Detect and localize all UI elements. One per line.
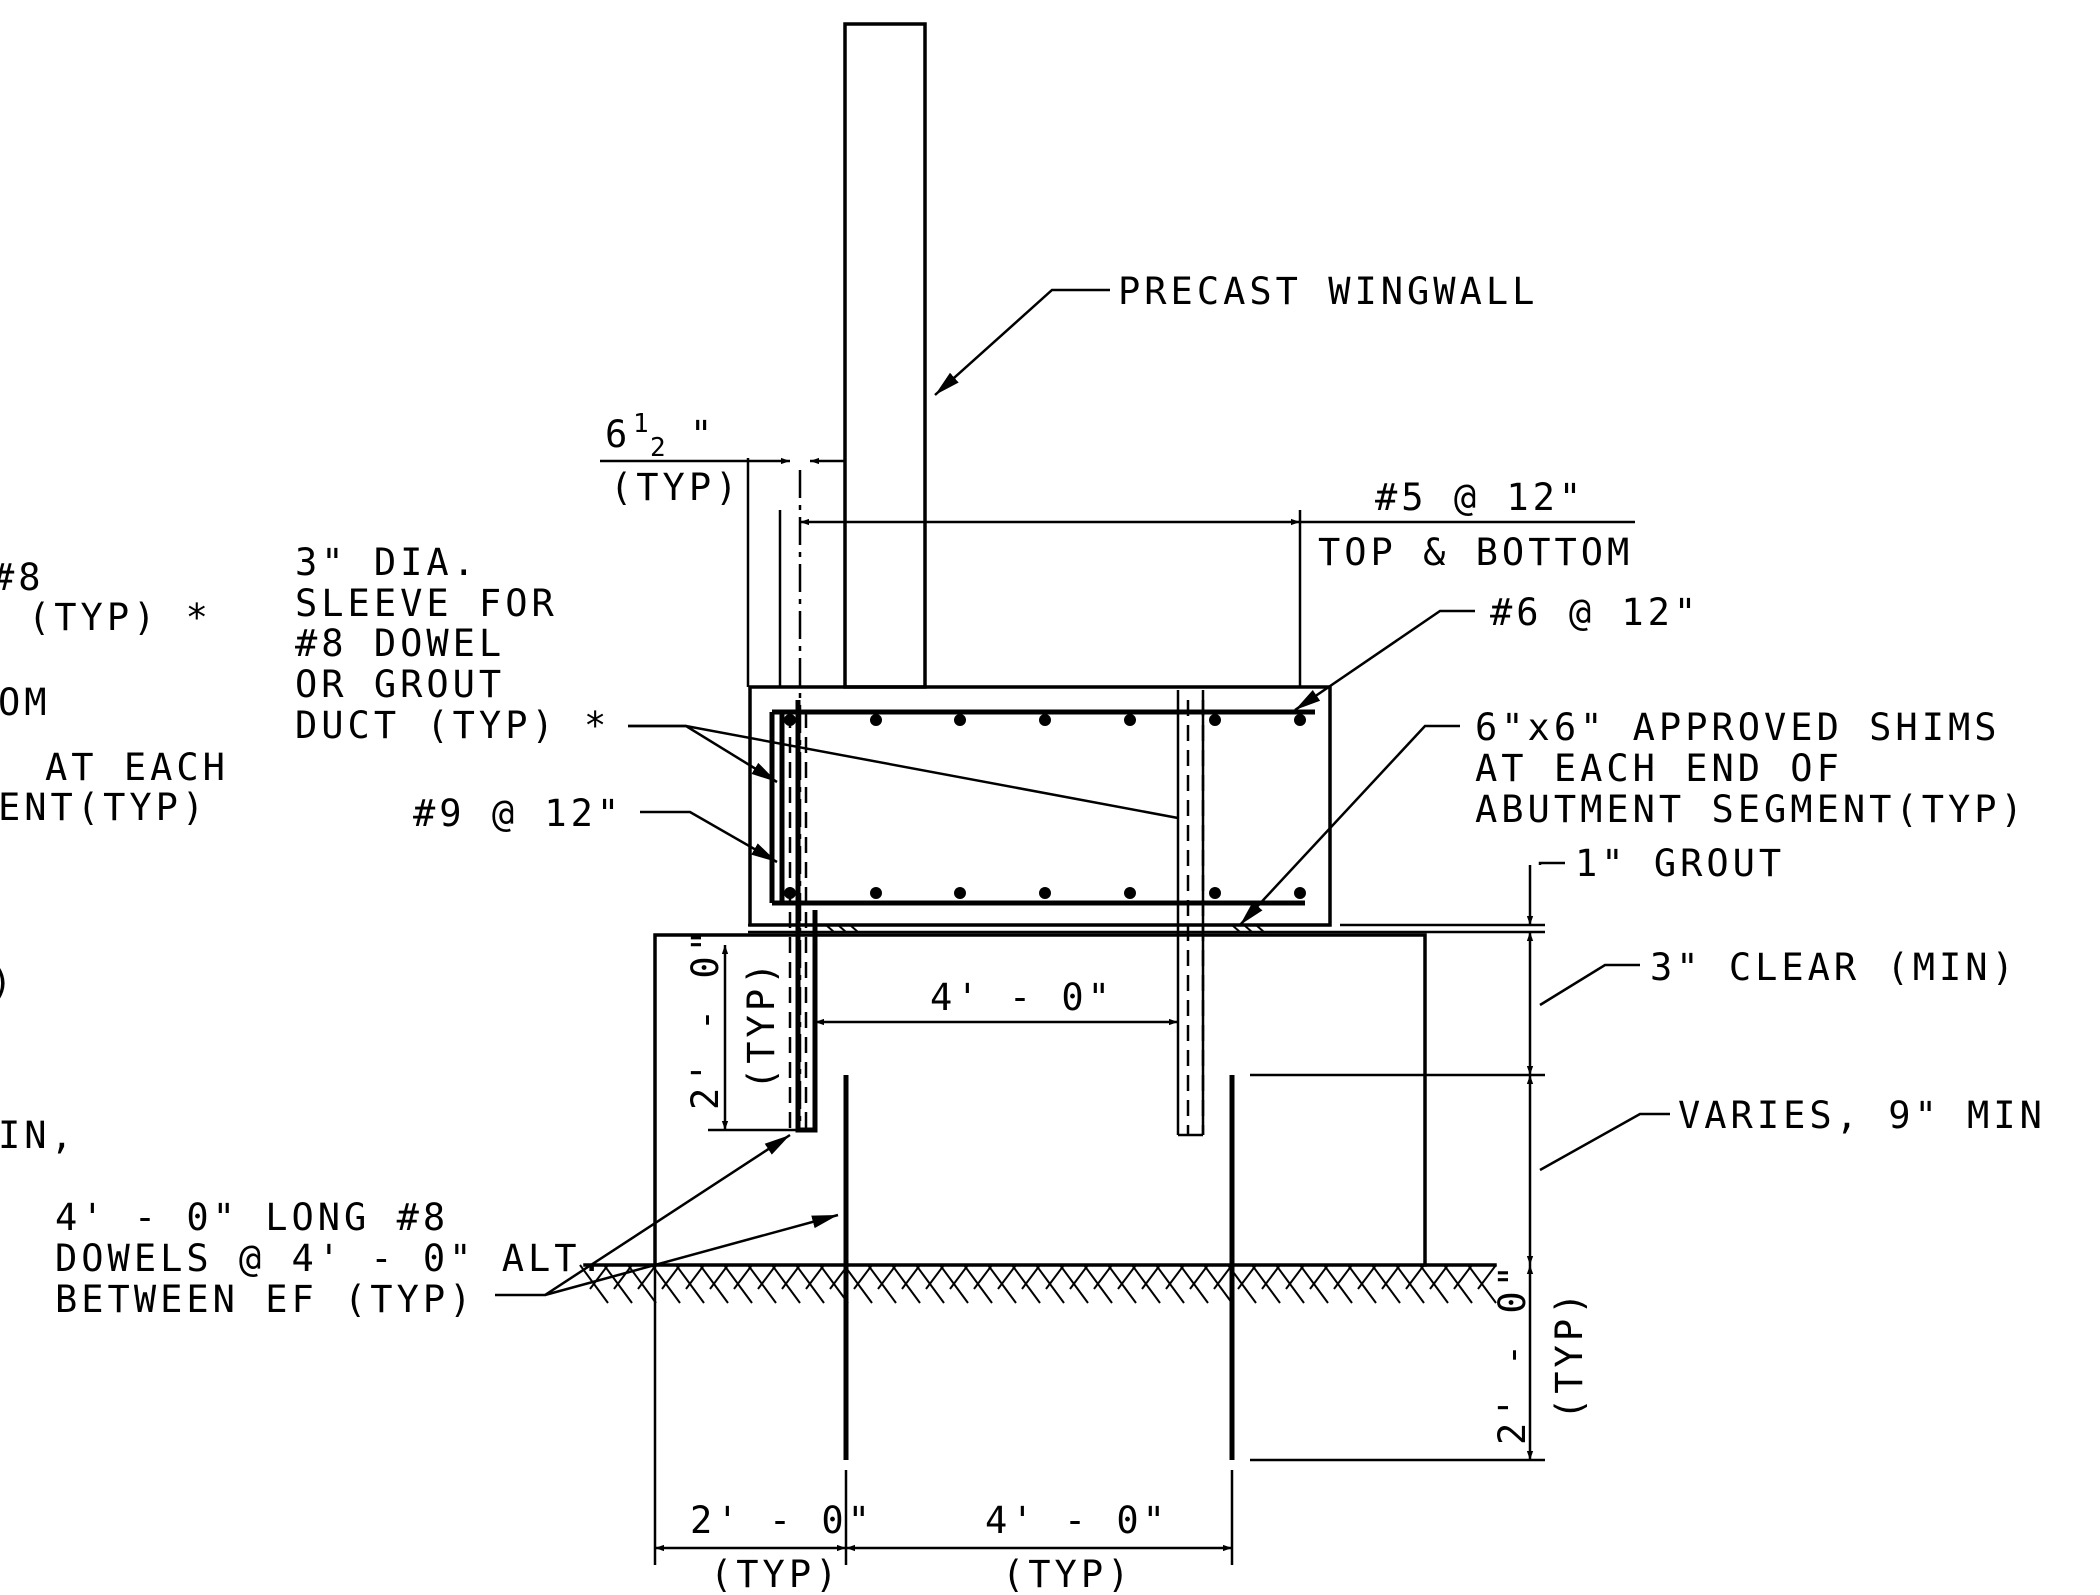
hatch-mark [1285, 1264, 1305, 1290]
label-dowels-1: 4' - 0" LONG #8 [55, 1196, 449, 1239]
label-bottom-left-a: 2' - 0" [690, 1499, 874, 1542]
hatch-mark [1309, 1264, 1329, 1290]
label-sleeve-3: #8 DOWEL [295, 622, 505, 665]
cut-text-2: (TYP) * [28, 596, 212, 639]
hatch-mark [685, 1264, 705, 1290]
label-bar-9: #9 @ 12" [413, 792, 623, 835]
dim-bottom [653, 1265, 1234, 1565]
dim-2ft-left [708, 945, 790, 1132]
hatch-mark [949, 1264, 969, 1290]
hatch-mark [1045, 1264, 1065, 1290]
label-shims-3: ABUTMENT SEGMENT(TYP) [1475, 788, 2027, 831]
hatch-mark [973, 1264, 993, 1290]
hatch-mark [1261, 1264, 1281, 1290]
hatch-mark [733, 1264, 753, 1290]
hatch-mark [1333, 1264, 1353, 1290]
cut-text-7: IN, [0, 1114, 77, 1157]
hatch-mark [853, 1264, 873, 1290]
label-clear: 3" CLEAR (MIN) [1650, 946, 2018, 989]
label-dowels-2: DOWELS @ 4' - 0" ALT. [55, 1237, 607, 1280]
hatch-mark [1117, 1264, 1137, 1290]
hatch-mark [1189, 1264, 1209, 1290]
hatch-mark [1405, 1264, 1425, 1290]
right-sleeve-dowel [1176, 690, 1205, 1137]
label-shims-2: AT EACH END OF [1475, 747, 1843, 790]
hatch-mark [1237, 1264, 1257, 1290]
hatch-mark [1069, 1264, 1089, 1290]
footing [653, 933, 1427, 1267]
label-sleeve-4: OR GROUT [295, 663, 505, 706]
hatch-mark [1429, 1264, 1449, 1290]
hatch-mark [613, 1264, 633, 1290]
label-6half-6: 6 [605, 413, 631, 456]
label-grout: 1" GROUT [1575, 842, 1785, 885]
cut-text-3: OM [0, 681, 51, 724]
label-6half-num: 1 [633, 409, 649, 439]
label-dowels-3: BETWEEN EF (TYP) [55, 1278, 475, 1321]
hatch-mark [1381, 1264, 1401, 1290]
label-top-bar-a: #5 @ 12" [1375, 476, 1585, 519]
label-bottom-right-a: 4' - 0" [985, 1499, 1169, 1542]
dim-right-stack [1250, 865, 1545, 1462]
label-precast-wingwall: PRECAST WINGWALL [1118, 270, 1538, 313]
label-sleeve-1: 3" DIA. [295, 541, 479, 584]
label-dim-2ft-right-a: 2' - 0" [1491, 1261, 1534, 1445]
dim-6half [600, 457, 845, 687]
hatch-mark [589, 1264, 609, 1290]
hatch-mark [1093, 1264, 1113, 1290]
hatch-mark [661, 1264, 681, 1290]
hatch-mark [1165, 1264, 1185, 1290]
hatch-mark [805, 1264, 825, 1290]
label-dim-2ft-right-b: (TYP) [1548, 1289, 1591, 1420]
text-labels: PRECAST WINGWALL 6 1 2 " (TYP) #5 @ 12" … [0, 270, 2046, 1595]
label-dim-4ft: 4' - 0" [930, 976, 1114, 1019]
hatch-mark [997, 1264, 1017, 1290]
hatch-mark [877, 1264, 897, 1290]
hatch-mark [829, 1264, 849, 1290]
label-bar-6: #6 @ 12" [1490, 591, 1700, 634]
hatch-mark [781, 1264, 801, 1290]
label-dim-2ft-left-a: 2' - 0" [684, 926, 727, 1110]
leaders [495, 288, 1670, 1297]
label-top-bar-b: TOP & BOTTOM [1318, 531, 1633, 574]
hatch-mark [1477, 1264, 1497, 1290]
label-dim-2ft-left-b: (TYP) [740, 959, 783, 1090]
hatch-mark [1213, 1264, 1233, 1290]
ground-hatch [579, 1263, 1497, 1304]
cut-text-6: ) [0, 961, 16, 1004]
hatch-mark [757, 1264, 777, 1290]
precast-wingwall [843, 22, 927, 689]
cut-text-4: AT EACH [45, 746, 229, 789]
abutment-segment [748, 685, 1332, 927]
dim-top-span [778, 510, 1635, 687]
hatch-mark [925, 1264, 945, 1290]
label-bottom-left-b: (TYP) [710, 1553, 841, 1595]
cut-text-1: #8 [0, 556, 45, 599]
label-sleeve-5: DUCT (TYP) * [295, 704, 610, 747]
label-6half-den: 2 [650, 433, 666, 463]
hatch-mark [1141, 1264, 1161, 1290]
label-sleeve-2: SLEEVE FOR [295, 582, 558, 625]
grout-layer [748, 923, 1545, 934]
hatch-mark [709, 1264, 729, 1290]
hatch-mark [1021, 1264, 1041, 1290]
hatch-mark [1453, 1264, 1473, 1290]
hatch-mark [637, 1264, 657, 1290]
label-6half-inch: " [690, 413, 716, 456]
label-shims-1: 6"x6" APPROVED SHIMS [1475, 706, 2001, 749]
left-sleeve-dowel [788, 470, 818, 1133]
hatch-mark [1357, 1264, 1377, 1290]
label-bottom-right-b: (TYP) [1002, 1553, 1133, 1595]
hatch-mark [901, 1264, 921, 1290]
cut-text-5: ENT(TYP) [0, 786, 208, 829]
label-varies: VARIES, 9" MIN [1678, 1094, 2046, 1137]
label-6half-typ: (TYP) [610, 466, 741, 509]
